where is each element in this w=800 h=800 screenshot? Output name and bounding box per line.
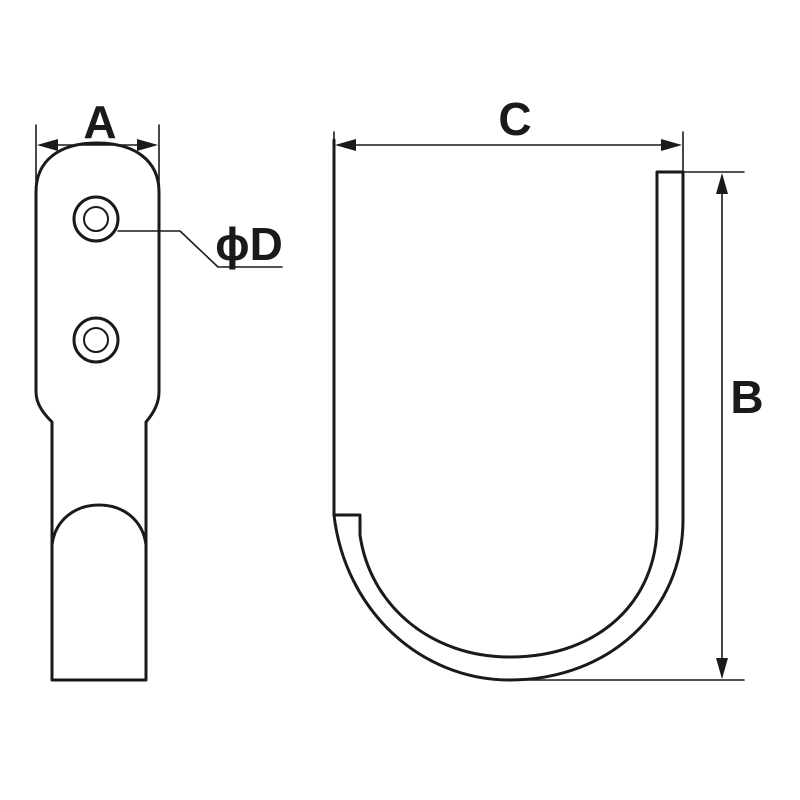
label-phi-d: ϕD — [215, 218, 283, 270]
screw-hole-top — [72, 195, 120, 243]
arrowhead — [37, 139, 58, 151]
arrowhead — [137, 139, 158, 151]
screw-hole-bottom — [72, 316, 120, 364]
label-c: C — [498, 93, 531, 145]
j-hook-outer — [332, 170, 685, 682]
dimension-a: A — [35, 96, 160, 191]
arrowhead — [716, 658, 728, 679]
arrowhead — [716, 173, 728, 194]
arrowhead — [661, 139, 682, 151]
dimension-c: C — [333, 93, 684, 176]
mounting-plate-outline — [34, 141, 161, 682]
side-view: C B — [332, 93, 764, 682]
label-a: A — [83, 96, 116, 148]
label-b: B — [730, 371, 763, 423]
arrowhead — [335, 139, 356, 151]
hook-front-arc — [50, 503, 148, 547]
dimension-d: ϕD — [117, 218, 283, 270]
dimension-b: B — [519, 171, 764, 681]
front-view: A ϕD — [34, 96, 283, 682]
